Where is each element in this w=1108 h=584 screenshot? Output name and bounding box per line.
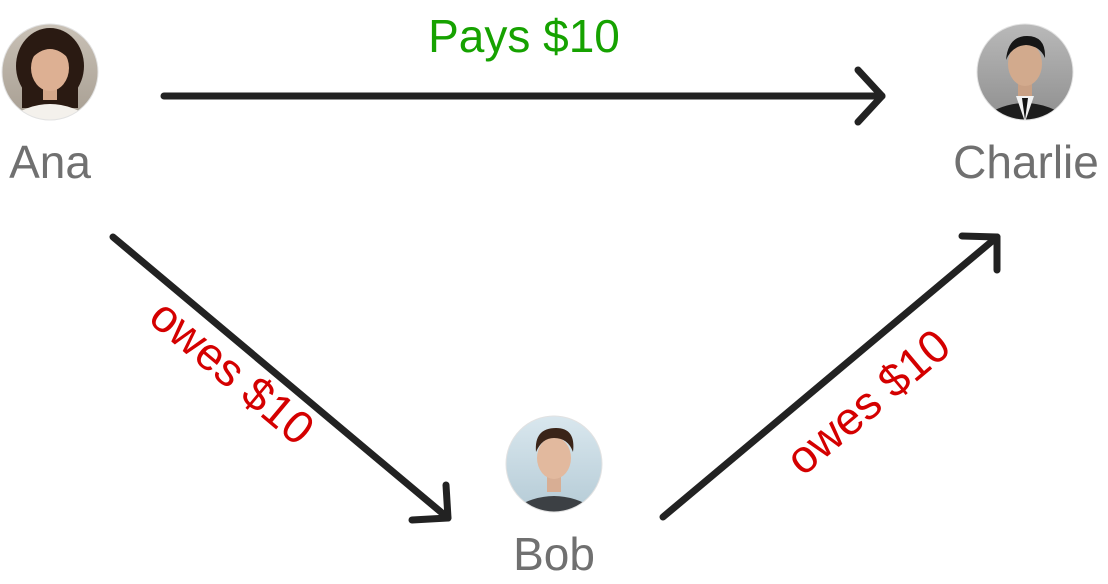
arrow-ana-to-charlie <box>160 66 886 126</box>
ana-owes-bob-label: owes $10 <box>140 289 324 455</box>
bob-avatar <box>506 416 602 512</box>
ana-name: Ana <box>9 136 91 188</box>
charlie-avatar <box>977 24 1073 120</box>
charlie-name: Charlie <box>953 136 1099 188</box>
bob-name: Bob <box>513 528 595 580</box>
ana-avatar <box>2 24 98 120</box>
arrow-ana-to-bob <box>109 233 452 524</box>
pays-label: Pays $10 <box>428 10 620 62</box>
arrow-bob-to-charlie <box>659 232 1001 521</box>
